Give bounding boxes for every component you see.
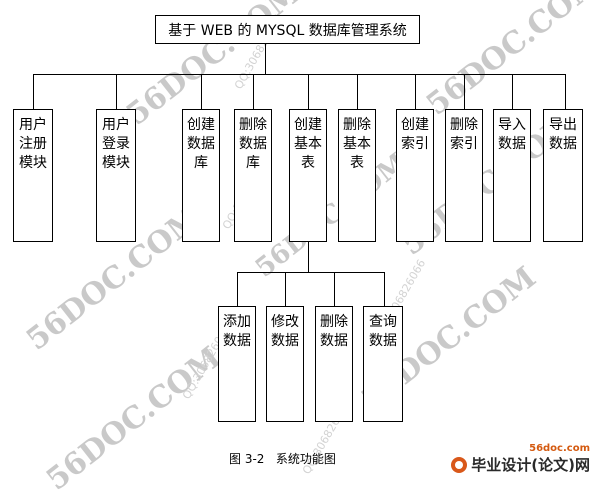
module-label: 导出 数据 [549,117,577,152]
submodule-label: 查询 数据 [369,314,397,349]
watermark: 56DOC.COM [250,147,413,284]
submodule-drop [384,272,385,306]
module-delete-database: 删除 数据 库 [234,109,272,242]
module-label: 删除 索引 [450,117,478,152]
submodule-query-data: 查询 数据 [363,306,403,422]
module-drop [464,74,465,109]
submodule-drop [334,272,335,306]
module-label: 删除 数据 库 [239,117,267,171]
module-label: 创建 数据 库 [187,117,215,171]
module-create-table: 创建 基本 表 [289,109,327,242]
root-node: 基于 WEB 的 MYSQL 数据库管理系统 [155,15,420,44]
module-delete-index: 删除 索引 [445,109,483,242]
table-stem [308,242,309,272]
module-drop [357,74,358,109]
site-logo: 56doc.com 毕业设计(论文)网 [451,443,590,475]
module-user-register: 用户 注册 模块 [13,109,53,242]
module-user-login: 用户 登录 模块 [96,109,136,242]
module-create-database: 创建 数据 库 [182,109,220,242]
submodule-label: 添加 数据 [223,314,251,349]
module-drop [33,74,34,109]
module-drop [308,74,309,109]
module-drop [565,74,566,109]
module-export-data: 导出 数据 [543,109,583,242]
module-label: 用户 登录 模块 [102,117,130,171]
module-bus [33,74,565,75]
module-import-data: 导入 数据 [493,109,531,242]
module-drop [253,74,254,109]
submodule-drop [285,272,286,306]
watermark: 56DOC.COM [420,0,598,123]
module-drop [116,74,117,109]
watermark: 56DOC.COM [40,340,228,498]
module-delete-table: 删除 基本 表 [338,109,376,242]
module-drop [201,74,202,109]
submodule-label: 修改 数据 [271,314,299,349]
logo-title: 毕业设计(论文)网 [451,454,590,475]
submodule-drop [237,272,238,306]
module-label: 用户 注册 模块 [19,117,47,171]
submodule-modify-data: 修改 数据 [266,306,304,422]
submodule-delete-data: 删除 数据 [315,306,353,422]
module-label: 导入 数据 [498,117,526,152]
logo-mark-icon [451,456,468,473]
submodule-add-data: 添加 数据 [218,306,256,422]
figure-caption: 图 3-2 系统功能图 [229,452,336,466]
module-create-index: 创建 索引 [396,109,434,242]
submodule-label: 删除 数据 [320,314,348,349]
logo-title-text: 毕业设计(论文)网 [471,456,590,474]
module-label: 创建 索引 [401,117,429,152]
root-stem [265,44,266,74]
module-drop [512,74,513,109]
module-label: 创建 基本 表 [294,117,322,171]
submodule-bus [237,272,384,273]
logo-domain: 56doc.com [529,443,590,454]
module-drop [415,74,416,109]
root-node-label: 基于 WEB 的 MYSQL 数据库管理系统 [168,22,407,39]
module-label: 删除 基本 表 [343,117,371,171]
